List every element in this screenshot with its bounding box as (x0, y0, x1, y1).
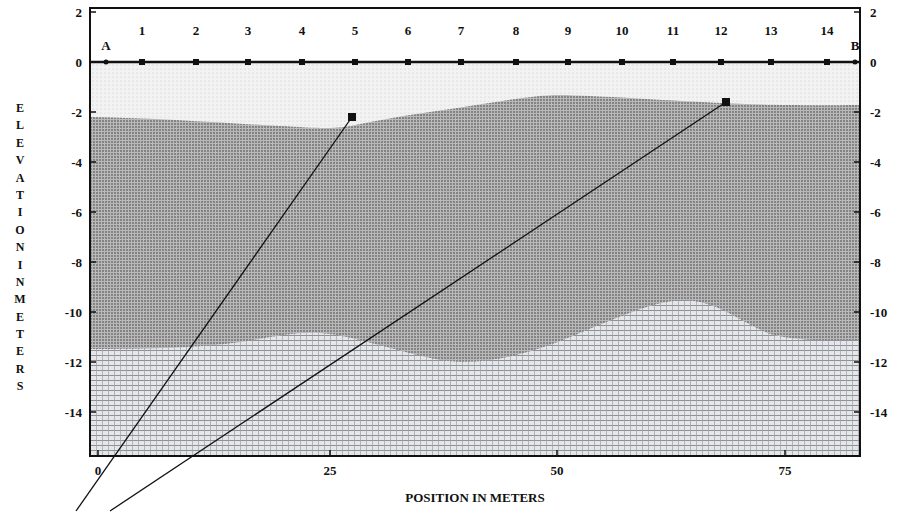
elevation-tick-label: -14 (65, 406, 82, 419)
elevation-tick-label: -6 (870, 206, 881, 219)
station-label: 6 (405, 24, 412, 37)
elevation-tick-label: -10 (870, 306, 887, 319)
position-tick-label: 0 (95, 464, 102, 477)
station-label: 7 (458, 24, 465, 37)
station-label: 9 (565, 24, 572, 37)
elevation-tick-label: -8 (870, 256, 881, 269)
elevation-tick-label: -12 (65, 356, 82, 369)
elevation-tick-label: 0 (76, 56, 83, 69)
elevation-tick-label: -4 (870, 156, 881, 169)
borehole-lines (76, 102, 726, 511)
axis-title: POSITION IN METERS (405, 491, 544, 504)
borehole-marker (722, 98, 730, 106)
station-label: 11 (667, 24, 679, 37)
station-label: 14 (821, 24, 834, 37)
station-markers (104, 59, 858, 65)
elevation-tick-label: -2 (870, 106, 881, 119)
elevation-tick-label: 2 (76, 6, 83, 19)
station-label: 13 (765, 24, 778, 37)
borehole-marker (348, 113, 356, 121)
elevation-tick-label: -2 (71, 106, 82, 119)
position-tick-label: 50 (551, 464, 564, 477)
elevation-tick-label: -12 (870, 356, 887, 369)
plot-frame (90, 8, 860, 456)
station-label: B (851, 39, 860, 52)
elevation-tick-label: 0 (870, 56, 877, 69)
ground-line (90, 61, 860, 64)
station-label: 2 (193, 24, 200, 37)
station-label: 8 (513, 24, 520, 37)
position-tick-label: 75 (779, 464, 792, 477)
station-label: 1 (139, 24, 146, 37)
axis-ticks (90, 12, 860, 456)
elevation-tick-label: -10 (65, 306, 82, 319)
station-label: 4 (299, 24, 306, 37)
station-label: A (101, 39, 110, 52)
station-label: 10 (616, 24, 629, 37)
middle-layer (90, 95, 860, 456)
elevation-tick-label: -4 (71, 156, 82, 169)
bedrock-layer (90, 300, 860, 456)
station-label: 5 (352, 24, 359, 37)
station-label: 3 (245, 24, 252, 37)
elevation-tick-label: -14 (870, 406, 887, 419)
position-tick-label: 25 (324, 464, 337, 477)
elevation-tick-label: -8 (71, 256, 82, 269)
axis-title: ELEVATION IN METERS (14, 100, 26, 396)
upper-layer (90, 62, 860, 456)
elevation-tick-label: -6 (71, 206, 82, 219)
station-label: 12 (715, 24, 728, 37)
elevation-tick-label: 2 (870, 6, 877, 19)
